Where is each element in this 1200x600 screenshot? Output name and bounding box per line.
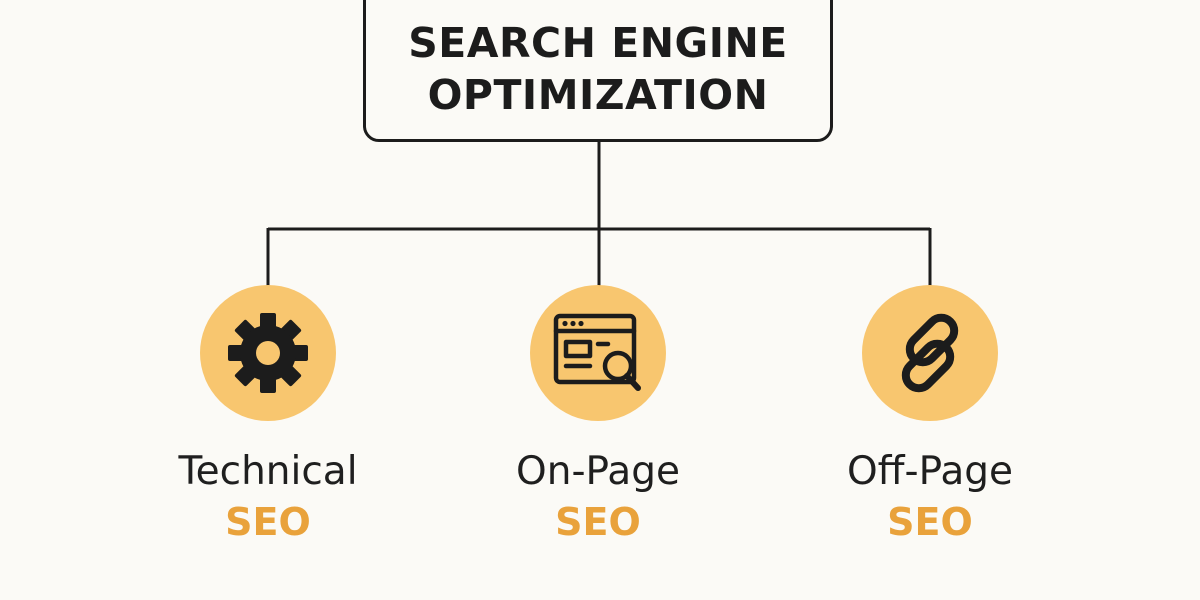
node-onpage-circle <box>530 285 666 421</box>
node-technical-label: Technical <box>178 449 358 494</box>
node-offpage-circle <box>862 285 998 421</box>
webpage-search-icon <box>553 313 641 391</box>
node-technical-accent: SEO <box>225 500 311 544</box>
node-onpage-accent: SEO <box>555 500 641 544</box>
root-title-line-2: OPTIMIZATION <box>427 71 769 119</box>
root-title-line-1: SEARCH ENGINE <box>408 19 788 67</box>
chain-link-icon <box>901 313 959 393</box>
node-onpage-seo: On-Page SEO <box>468 285 728 547</box>
node-offpage-label: Off-Page <box>846 449 1014 494</box>
node-onpage-label: On-Page <box>516 449 680 494</box>
node-offpage-accent: SEO <box>887 500 973 544</box>
node-technical-circle <box>200 285 336 421</box>
gear-icon <box>228 313 308 393</box>
node-offpage-seo: Off-Page SEO <box>800 285 1060 547</box>
root-node-box: SEARCH ENGINE OPTIMIZATION <box>363 0 833 142</box>
root-node-title: SEARCH ENGINE OPTIMIZATION <box>366 17 830 121</box>
node-technical-seo: Technical SEO <box>138 285 398 547</box>
